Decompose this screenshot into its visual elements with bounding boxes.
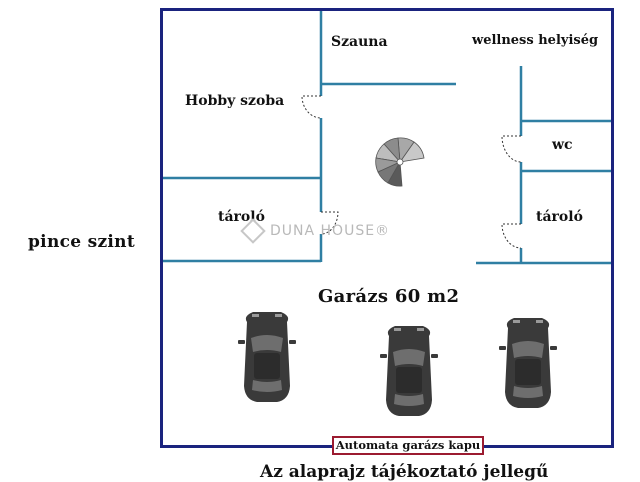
room-label-hobby: Hobby szoba [185, 93, 285, 109]
room-label-storage-left: tároló [218, 209, 265, 225]
logo-icon [240, 218, 266, 244]
car-icon [238, 312, 296, 402]
car-icon [499, 318, 557, 408]
watermark-text: DUNA HOUSE® [270, 223, 391, 239]
room-label-garage: Garázs 60 m2 [318, 286, 460, 307]
car-icon [380, 326, 438, 416]
inner-walls [163, 11, 611, 265]
room-label-wellness: wellness helyiség [472, 33, 599, 48]
room-label-wc: wc [552, 137, 573, 153]
garage-gate-label: Automata garázs kapu [332, 436, 484, 455]
spiral-staircase-icon [375, 137, 425, 187]
watermark: DUNA HOUSE® [240, 218, 391, 244]
room-label-sauna: Szauna [331, 34, 388, 50]
floor-label: pince szint [28, 232, 135, 252]
room-label-storage-right: tároló [536, 209, 583, 225]
footer-disclaimer: Az alaprajz tájékoztató jellegű [260, 462, 549, 482]
door-swing-icon [301, 95, 522, 249]
